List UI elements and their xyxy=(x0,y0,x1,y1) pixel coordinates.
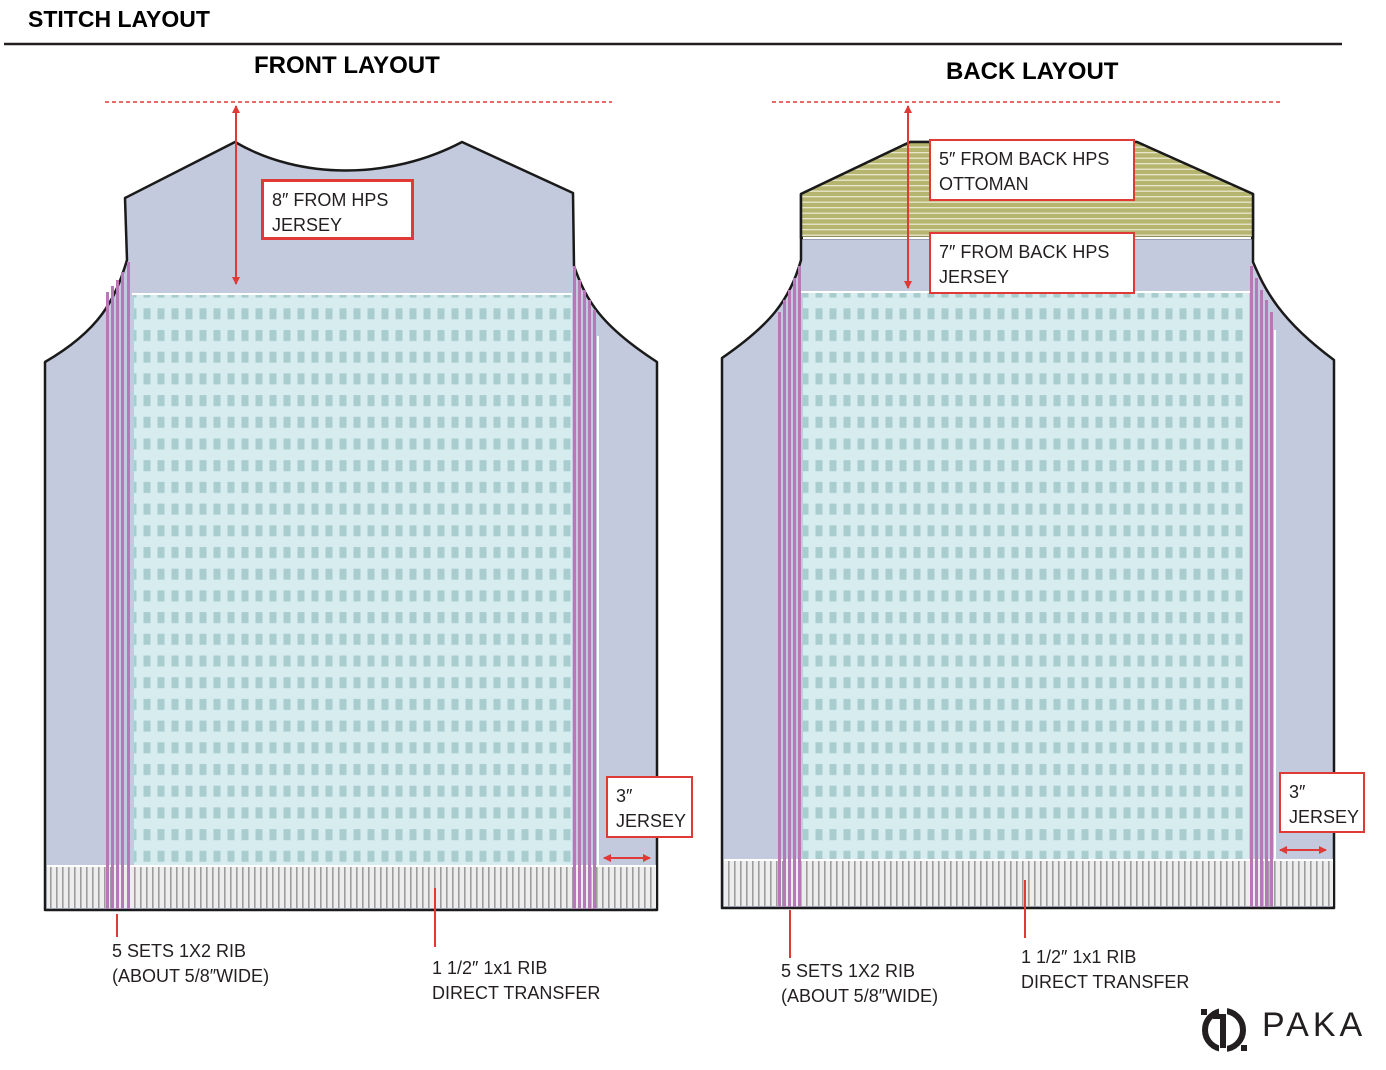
paka-logo-icon xyxy=(1201,1004,1247,1054)
back-panel-dots xyxy=(803,292,1249,862)
back-ottoman-callout-line1: 5″ FROM BACK HPS xyxy=(939,149,1110,169)
back-side-callout-line2: JERSEY xyxy=(1289,807,1360,827)
front-garment xyxy=(43,140,659,912)
front-right-rib-stripes xyxy=(573,266,596,909)
back-jersey-callout: 7″ FROM BACK HPS JERSEY xyxy=(929,232,1135,294)
front-side-callout-line2: JERSEY xyxy=(616,811,687,831)
front-side-callout: 3″ JERSEY xyxy=(606,776,693,838)
back-rib-note-line1: 5 SETS 1X2 RIB xyxy=(781,961,916,981)
back-side-callout-line1: 3″ xyxy=(1289,782,1306,802)
back-hem-note-line2: DIRECT TRANSFER xyxy=(1021,972,1190,992)
brand-name: PAKA xyxy=(1262,1006,1367,1044)
front-hem-note-line2: DIRECT TRANSFER xyxy=(432,983,601,1003)
back-rib-note-line2: (ABOUT 5/8″WIDE) xyxy=(781,986,939,1006)
front-hps-callout: 8″ FROM HPS JERSEY xyxy=(261,179,414,240)
front-hps-callout-line1: 8″ FROM HPS xyxy=(272,190,389,210)
back-layout-title: BACK LAYOUT xyxy=(946,58,1119,85)
back-ottoman-callout: 5″ FROM BACK HPS OTTOMAN xyxy=(929,139,1135,201)
back-jersey-callout-line1: 7″ FROM BACK HPS xyxy=(939,242,1110,262)
front-panel-dots xyxy=(134,294,572,868)
front-rib-note-line1: 5 SETS 1X2 RIB xyxy=(112,941,247,961)
front-side-callout-line1: 3″ xyxy=(616,786,633,806)
back-hem-rib xyxy=(724,860,1333,906)
back-ottoman-callout-line2: OTTOMAN xyxy=(939,174,1029,194)
back-left-rib-stripes xyxy=(778,266,801,907)
back-right-rib-stripes xyxy=(1250,266,1273,907)
back-hem-note-line1: 1 1/2″ 1x1 RIB xyxy=(1021,947,1137,967)
back-side-callout: 3″ JERSEY xyxy=(1279,772,1365,833)
back-garment xyxy=(720,140,1336,910)
front-left-rib-stripes xyxy=(106,262,130,909)
front-rib-note-line2: (ABOUT 5/8″WIDE) xyxy=(112,966,270,986)
sheet-title: STITCH LAYOUT xyxy=(28,6,210,32)
front-hem-note-line1: 1 1/2″ 1x1 RIB xyxy=(432,958,548,978)
front-layout-title: FRONT LAYOUT xyxy=(254,52,440,79)
front-hps-callout-line2: JERSEY xyxy=(272,215,343,235)
back-jersey-callout-line2: JERSEY xyxy=(939,267,1010,287)
front-hem-rib xyxy=(47,866,656,908)
